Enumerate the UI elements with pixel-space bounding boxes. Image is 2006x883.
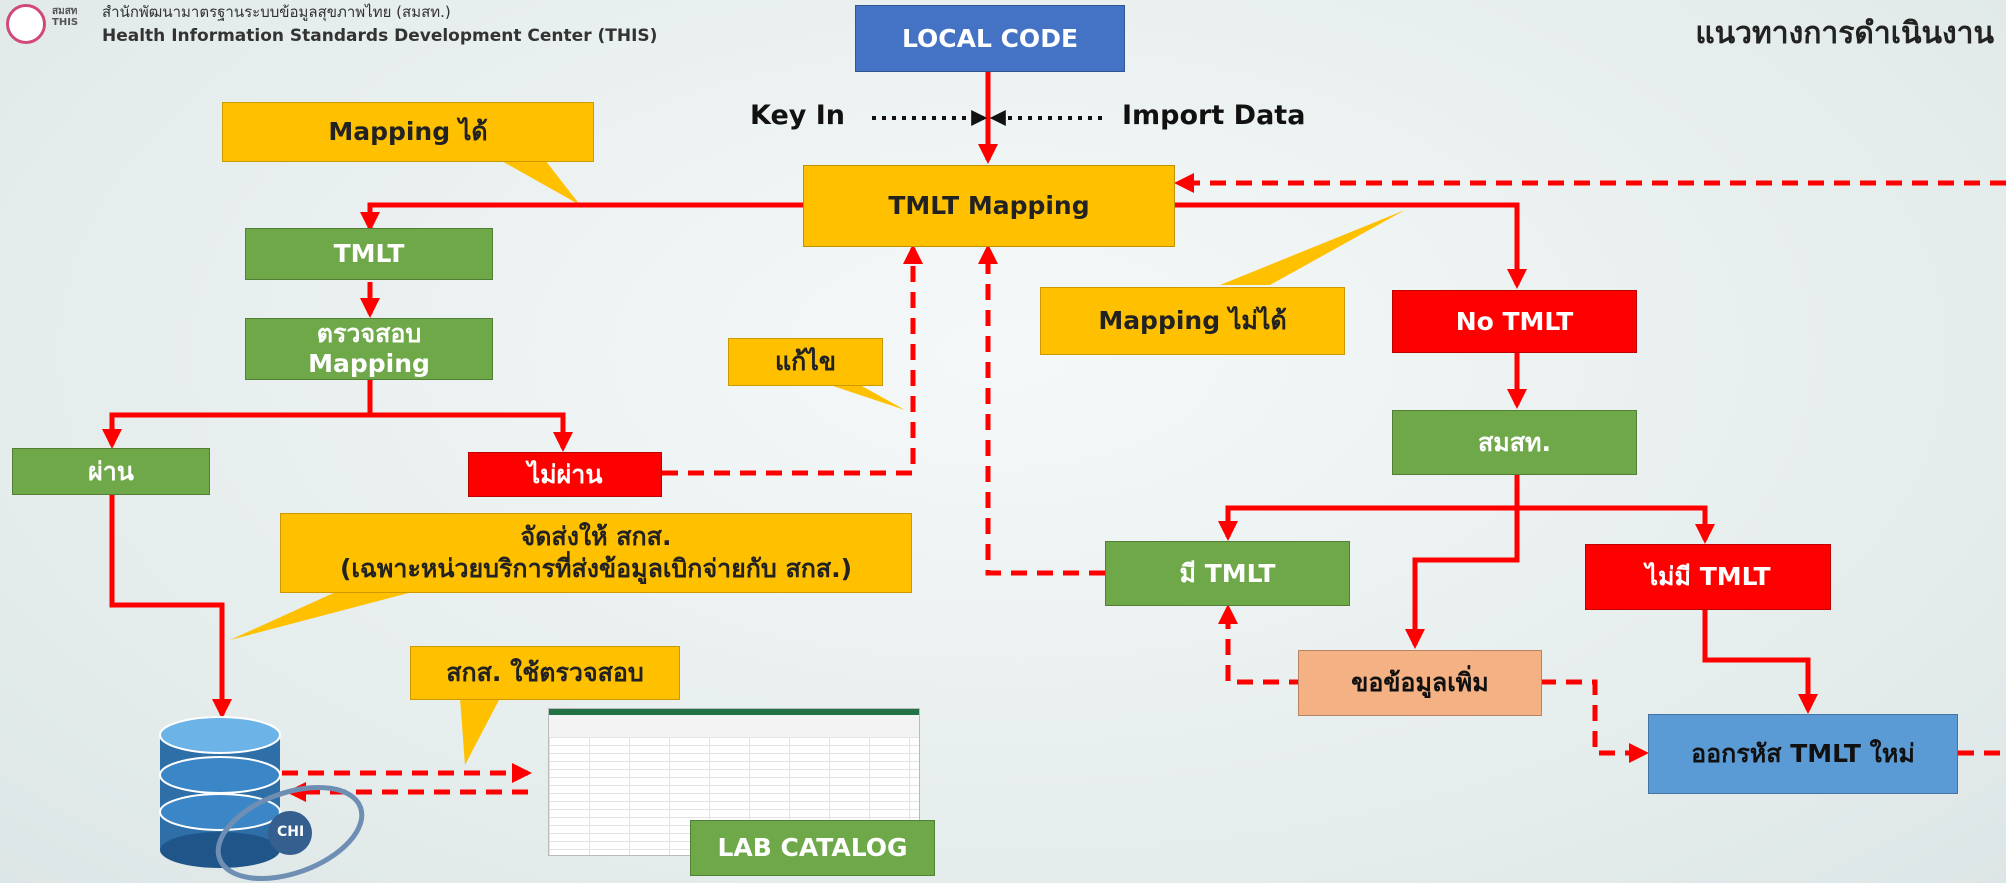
import-data-label: Import Data xyxy=(1122,100,1306,131)
request-more-box: ขอข้อมูลเพิ่ม xyxy=(1298,650,1542,716)
this-org-box: สมสท. xyxy=(1392,410,1637,475)
lab-catalog-box: LAB CATALOG xyxy=(690,820,935,876)
new-code-box: ออกรหัส TMLT ใหม่ xyxy=(1648,714,1958,794)
org-name-thai: สำนักพัฒนามาตรฐานระบบข้อมูลสุขภาพไทย (สม… xyxy=(102,3,451,21)
has-tmlt-box: มี TMLT xyxy=(1105,541,1350,606)
tmlt-mapping-box: TMLT Mapping xyxy=(803,165,1175,247)
key-in-label: Key In xyxy=(750,100,846,131)
callout-fix: แก้ไข xyxy=(728,338,883,386)
callout-tail-fix xyxy=(830,385,905,410)
check-mapping-line2: Mapping xyxy=(308,349,430,378)
no-has-tmlt-box: ไม่มี TMLT xyxy=(1585,544,1831,610)
fail-box: ไม่ผ่าน xyxy=(468,452,662,497)
callout-tail-verify xyxy=(460,698,500,765)
logo-text-top: สมสท xyxy=(52,6,78,17)
check-mapping-box: ตรวจสอบ Mapping xyxy=(245,318,493,380)
no-tmlt-box: No TMLT xyxy=(1392,290,1637,353)
tmlt-box: TMLT xyxy=(245,228,493,280)
spreadsheet-ribbon xyxy=(549,715,919,738)
chi-logo-icon xyxy=(215,784,365,882)
callout-tail-mapping-fail xyxy=(1220,210,1405,285)
callout-send-line2: (เฉพาะหน่วยบริการที่ส่งข้อมูลเบิกจ่ายกับ… xyxy=(339,554,853,583)
logo xyxy=(6,4,46,44)
callout-verify: สกส. ใช้ตรวจสอบ xyxy=(410,646,680,700)
callout-mapping-fail: Mapping ไม่ได้ xyxy=(1040,287,1345,355)
logo-text-bottom: THIS xyxy=(52,17,79,28)
spreadsheet-titlebar xyxy=(549,709,919,715)
org-name-english: Health Information Standards Development… xyxy=(102,26,658,46)
logo-text: สมสท THIS xyxy=(52,6,78,28)
callout-send-line1: จัดส่งให้ สกส. xyxy=(520,521,672,551)
local-code-box: LOCAL CODE xyxy=(855,5,1125,72)
database-icon xyxy=(159,716,281,868)
chi-logo-text: CHI xyxy=(277,824,305,840)
pass-box: ผ่าน xyxy=(12,448,210,495)
callout-tail-send xyxy=(230,590,420,640)
callout-send: จัดส่งให้ สกส. (เฉพาะหน่วยบริการที่ส่งข้… xyxy=(280,513,912,593)
page-title: แนวทางการดำเนินงาน xyxy=(1695,16,1994,51)
check-mapping-line1: ตรวจสอบ xyxy=(316,319,422,348)
callout-tail-mapping-ok xyxy=(500,160,580,205)
callout-mapping-ok: Mapping ได้ xyxy=(222,102,594,162)
